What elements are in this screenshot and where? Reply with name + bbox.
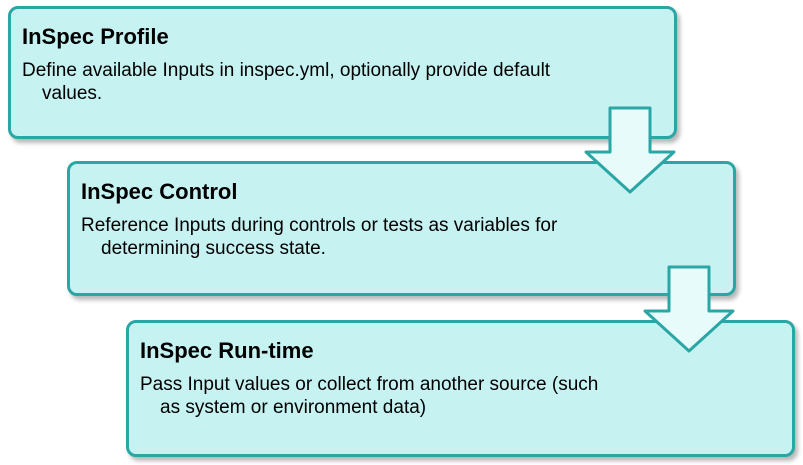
step-title-inspec-profile: InSpec Profile [22,24,169,49]
step-title-inspec-control: InSpec Control [81,179,238,204]
step-box-inspec-profile: InSpec Profile Define available Inputs i… [8,6,677,139]
step-title-inspec-runtime: InSpec Run-time [140,338,314,363]
step-description-inspec-runtime: Pass Input values or collect from anothe… [140,374,599,418]
down-arrow-icon [584,106,676,194]
step-description-inspec-control: Reference Inputs during controls or test… [81,215,558,259]
down-arrow-icon [643,265,735,353]
step-description-inspec-profile: Define available Inputs in inspec.yml, o… [22,60,551,104]
